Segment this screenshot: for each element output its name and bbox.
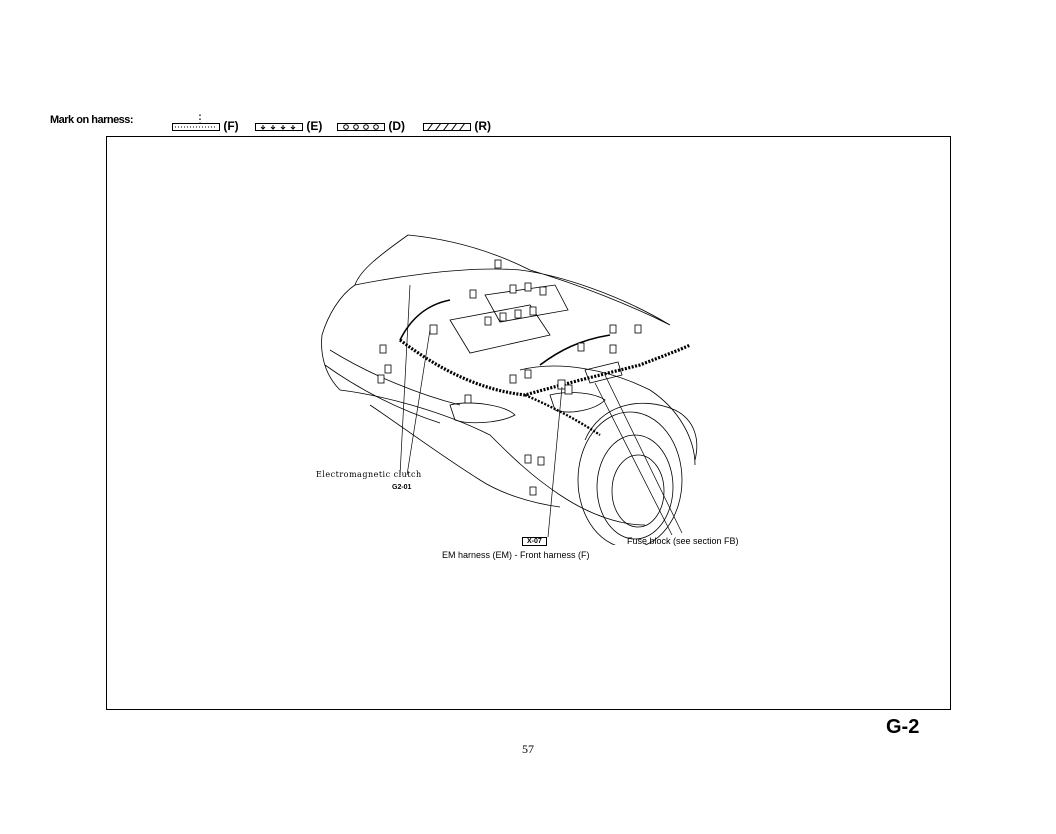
legend-item-f: (F): [172, 119, 239, 133]
legend-item-e: (E): [255, 119, 322, 133]
leader-junction: [547, 386, 563, 538]
engine-bay-wiring-diagram: [321, 234, 698, 545]
legend-code-d: (D): [388, 119, 406, 133]
harness-branch-1: [524, 393, 601, 436]
arrow-pattern-icon: [255, 122, 303, 131]
circle-pattern-icon: [337, 122, 385, 131]
legend-code-r: (R): [474, 119, 492, 133]
legend-code-e: (E): [306, 119, 323, 133]
leader-fuse-1: [604, 374, 683, 534]
wheel-inner: [596, 434, 674, 540]
engine-block: [449, 304, 551, 354]
harness-branch-2: [399, 299, 451, 341]
fuse-block-label: Fuse block (see section FB): [627, 536, 739, 546]
wheel-arch: [584, 402, 698, 461]
wheel-outer: [577, 411, 683, 545]
junction-description: EM harness (EM) - Front harness (F): [442, 550, 590, 560]
electromagnetic-clutch-label: Electromagnetic clutch: [316, 470, 422, 479]
leader-fuse-2: [594, 382, 673, 536]
clutch-connector-code: G2-01: [392, 484, 412, 491]
grille-line-2: [324, 364, 441, 424]
leader-clutch: [399, 284, 411, 476]
engine-head: [484, 284, 569, 323]
legend-item-d: (D): [337, 119, 405, 133]
wheel-hub: [611, 454, 665, 528]
headlight-right: [549, 392, 606, 413]
connectors: [377, 259, 642, 496]
grille-line: [329, 349, 461, 406]
main-harness: [399, 338, 691, 397]
diagram-frame: [106, 136, 951, 710]
page-code: G-2: [886, 716, 920, 738]
bumper-outline: [339, 389, 646, 526]
junction-connector-code: X-07: [522, 537, 547, 546]
hatch-pattern-icon: [423, 122, 471, 132]
fender-outline: [519, 365, 696, 466]
legend-title: Mark on harness:: [50, 114, 134, 126]
page-number: 57: [522, 742, 534, 756]
tape-pattern-icon: [172, 122, 220, 131]
legend-code-f: (F): [223, 119, 239, 133]
headlight-left: [449, 402, 516, 424]
legend-item-r: (R): [423, 119, 491, 133]
leader-clutch-2: [406, 329, 431, 476]
legend-separator: ⋮: [194, 112, 206, 126]
body-left-outline: [321, 284, 356, 391]
front-lower-outline: [369, 404, 561, 508]
hood-outline: [354, 234, 671, 326]
harness-branch-3: [539, 334, 611, 366]
